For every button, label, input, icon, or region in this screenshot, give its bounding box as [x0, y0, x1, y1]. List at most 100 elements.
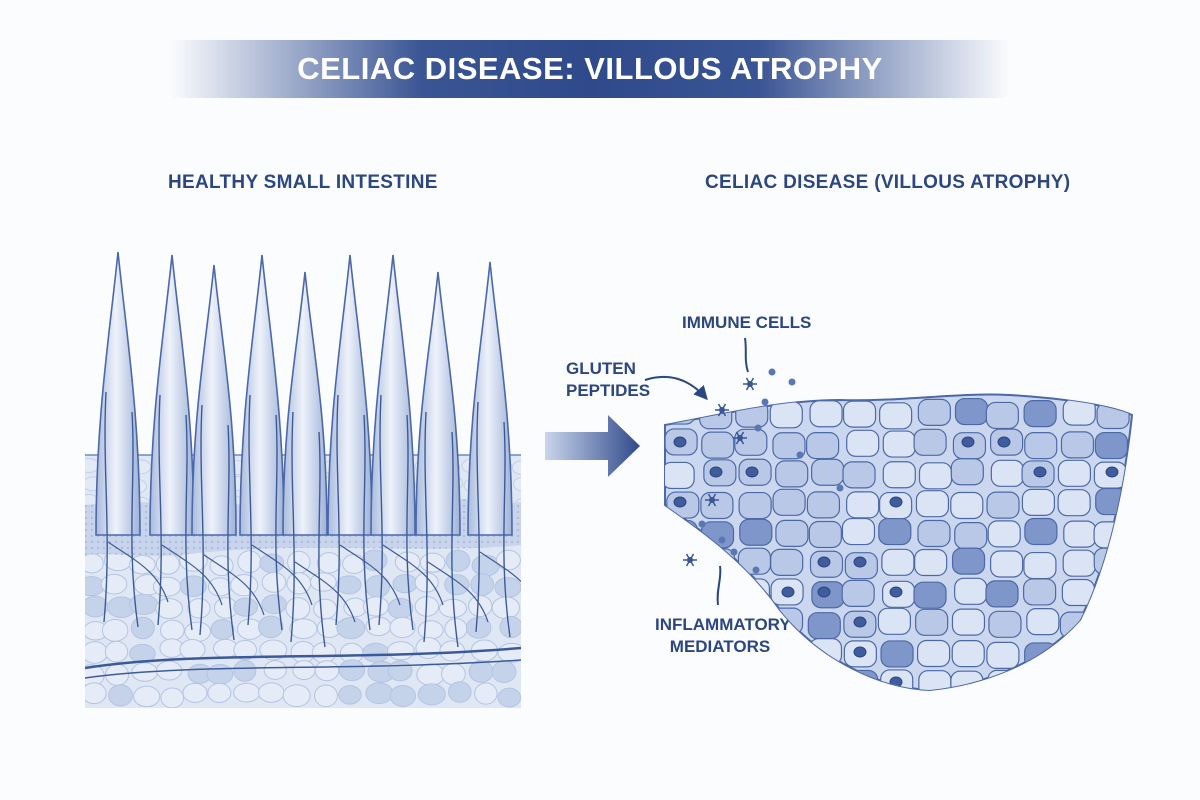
- capillary: [131, 411, 139, 628]
- villus: [467, 261, 513, 536]
- epithelial-cell: [917, 398, 951, 426]
- cell-nucleus: [817, 556, 831, 568]
- epithelial-cell: [735, 400, 769, 428]
- epithelial-cell: [734, 428, 768, 456]
- epithelial-cell: [1093, 547, 1127, 575]
- cytokine-core: [747, 381, 753, 387]
- capillary: [203, 554, 265, 616]
- epithelial-cell: [1023, 551, 1057, 580]
- epithelial-cell: [882, 430, 916, 458]
- epithelial-cell: [738, 491, 772, 520]
- epithelial-cell: [1136, 670, 1168, 696]
- immune-cell-dot: [752, 566, 760, 574]
- immune-cell-dot: [718, 536, 726, 544]
- epithelial-cell: [809, 400, 843, 428]
- tissue-cell: [361, 549, 388, 572]
- gluten-peptides-label: GLUTEN PEPTIDES: [566, 358, 650, 402]
- capillary: [503, 421, 511, 638]
- epithelial-cell: [699, 402, 733, 430]
- epithelial-cell: [987, 520, 1021, 548]
- tissue-cell: [182, 682, 208, 703]
- epithelial-cell: [842, 461, 876, 489]
- villus: [327, 254, 373, 536]
- cell-nucleus: [709, 466, 723, 478]
- epithelial-cell: [990, 459, 1024, 487]
- cell-nucleus: [709, 586, 723, 598]
- cell-nucleus: [853, 646, 867, 658]
- capillary: [275, 414, 283, 631]
- epithelial-cell: [846, 491, 880, 519]
- epithelial-cell: [879, 402, 913, 430]
- epithelial-cell: [1021, 488, 1056, 516]
- capillary: [451, 431, 459, 648]
- epithelial-cell: [1093, 521, 1127, 549]
- immune-cell-dot: [761, 398, 769, 406]
- tissue-cell: [129, 593, 158, 616]
- villus: [149, 254, 195, 536]
- epithelial-cell: [1022, 671, 1056, 690]
- healthy-panel-heading: HEALTHY SMALL INTESTINE: [168, 172, 438, 193]
- immune-cells-pointer: [744, 337, 749, 373]
- epithelial-cell: [1062, 641, 1096, 669]
- tissue-cell: [259, 553, 285, 574]
- epithelial-cell: [1095, 577, 1129, 605]
- tissue-cell: [417, 620, 444, 640]
- capillary: [406, 414, 414, 631]
- epithelial-cell: [1094, 431, 1129, 460]
- tissue-cell: [512, 476, 521, 492]
- immune-cell-dot: [788, 378, 796, 386]
- page-title: CELIAC DISEASE: VILLOUS ATROPHY: [297, 51, 883, 86]
- epithelial-cell: [1024, 642, 1058, 670]
- tissue-cell: [338, 659, 366, 682]
- tissue-cell: [292, 660, 316, 681]
- immune-cell-dot: [796, 451, 804, 459]
- capillary: [318, 431, 326, 648]
- epithelial-cell: [918, 462, 953, 490]
- epithelial-cell: [1026, 608, 1060, 636]
- tissue-cell: [286, 572, 312, 595]
- epithelial-cell: [986, 491, 1020, 519]
- epithelial-cell: [1023, 578, 1057, 606]
- epithelial-cell: [844, 669, 879, 690]
- epithelial-cell: [699, 609, 734, 637]
- tissue-cell: [85, 641, 108, 664]
- capillary: [290, 411, 295, 643]
- tissue-cell: [85, 595, 109, 618]
- immune-cell-dot: [730, 548, 738, 556]
- capillary: [103, 391, 108, 623]
- epithelial-cell: [665, 519, 698, 548]
- epithelial-cell: [950, 458, 984, 486]
- tissue-cell: [336, 616, 366, 640]
- epithelial-cell: [880, 640, 914, 668]
- capillary: [475, 401, 480, 633]
- cytokine-star: [733, 431, 747, 445]
- healthy-blood-vessel: [85, 646, 521, 670]
- capillary: [161, 544, 223, 606]
- tissue-cell: [85, 682, 107, 705]
- epithelial-cell: [1024, 432, 1058, 460]
- capillary: [382, 544, 444, 606]
- inflammatory-label-line1: INFLAMMATORY: [655, 615, 791, 634]
- epithelial-cell: [954, 397, 989, 426]
- epithelial-cell: [698, 637, 732, 666]
- tissue-cell: [290, 641, 316, 664]
- capillary: [247, 394, 252, 626]
- epithelial-cell: [701, 431, 735, 459]
- epithelial-cell: [1095, 487, 1129, 516]
- epithelial-cell: [697, 668, 731, 690]
- epithelial-cell: [736, 578, 771, 606]
- tissue-cell: [392, 573, 418, 594]
- cell-nucleus: [961, 436, 975, 448]
- villus: [415, 271, 461, 536]
- cell-nucleus: [745, 466, 759, 478]
- epithelial-cell: [809, 667, 843, 690]
- epithelial-cell: [1130, 429, 1132, 458]
- inflammatory-mediators-label: INFLAMMATORY MEDIATORS: [655, 614, 791, 658]
- tissue-cell: [261, 594, 287, 615]
- healthy-capillaries: [103, 391, 521, 648]
- epithelial-cell: [665, 580, 699, 608]
- tissue-cell: [133, 685, 161, 708]
- capillary: [227, 424, 235, 641]
- epithelial-cell: [917, 519, 951, 548]
- tissue-cell: [314, 684, 338, 708]
